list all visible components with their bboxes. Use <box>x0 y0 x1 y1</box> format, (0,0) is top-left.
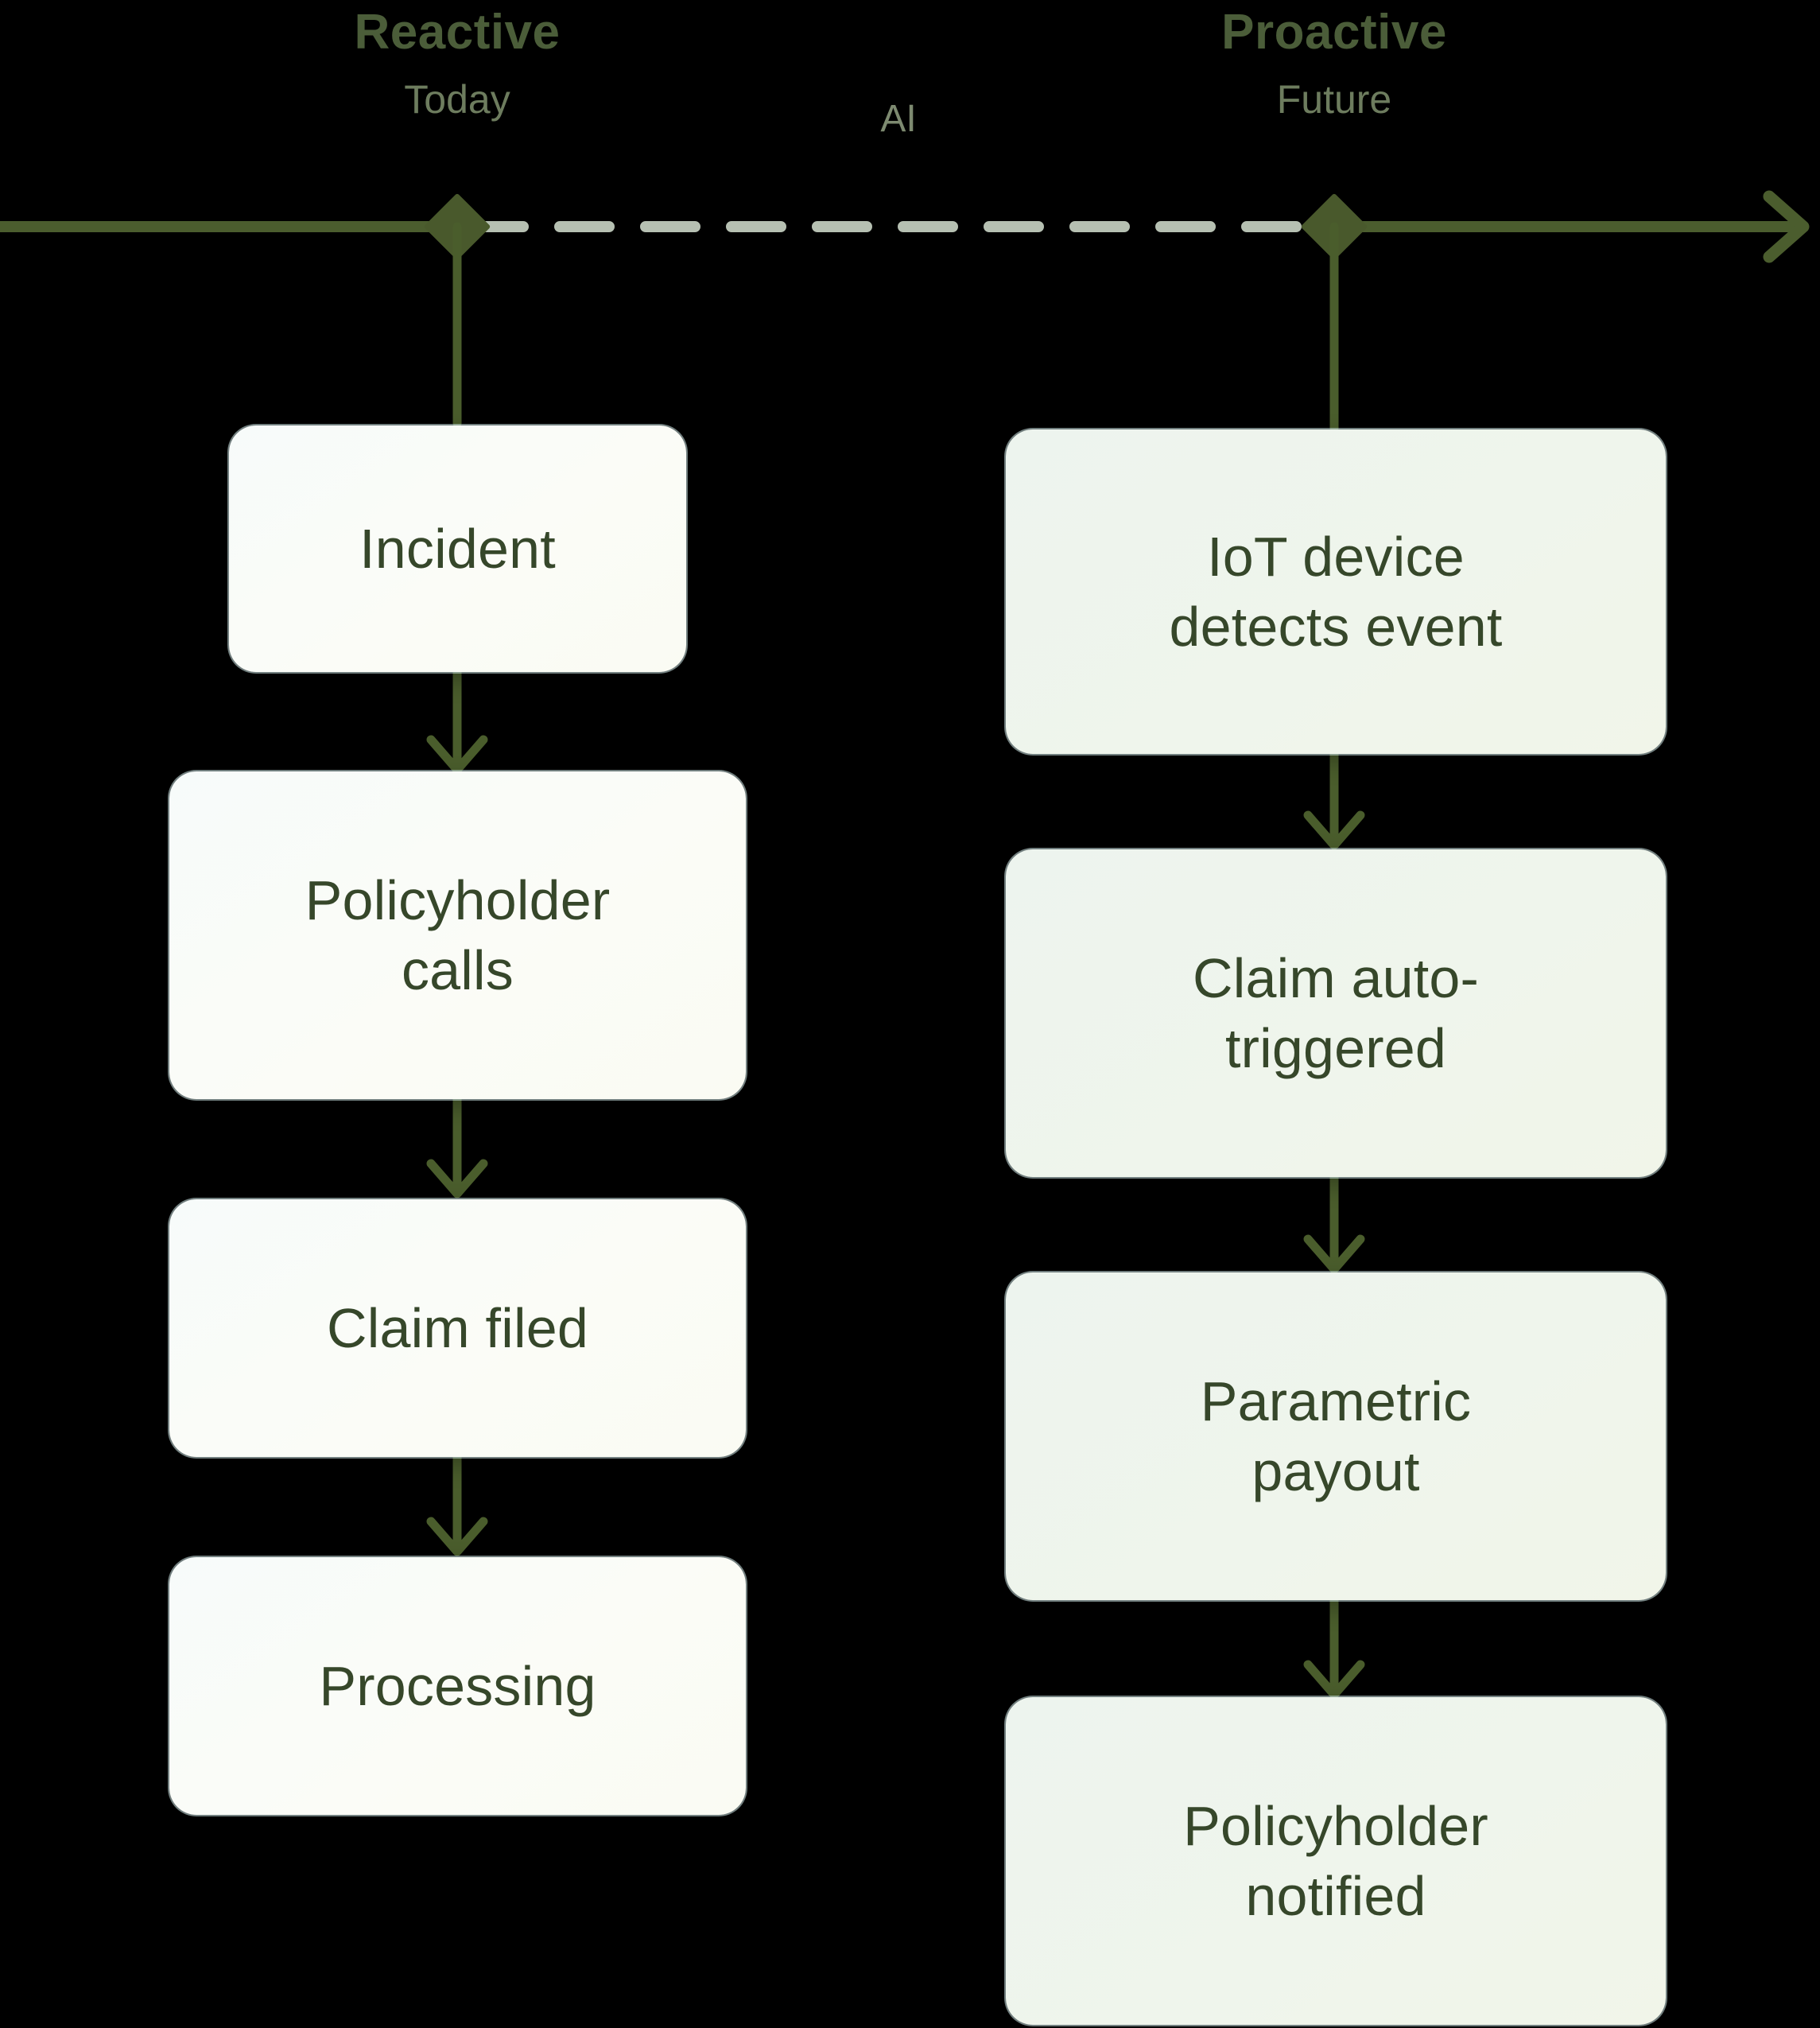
connector-right-1-2 <box>1303 747 1365 850</box>
node-right-policyholder-notified[interactable]: Policyholder notified <box>1006 1697 1666 2025</box>
node-left-policyholder-calls[interactable]: Policyholder calls <box>169 771 746 1099</box>
node-label-line1: Claim auto- <box>1192 946 1480 1009</box>
node-label-line1: Policyholder <box>1183 1794 1488 1857</box>
connector-left-1-2 <box>426 667 488 775</box>
node-left-incident[interactable]: Incident <box>229 425 686 672</box>
node-label: Processing <box>319 1654 596 1717</box>
node-label-line2: payout <box>1251 1440 1420 1502</box>
node-label-line2: notified <box>1245 1865 1426 1927</box>
column-subtitle-reactive: Today <box>404 77 510 122</box>
column-header-proactive: Proactive Future <box>1080 6 1589 121</box>
node-label-line2: triggered <box>1224 1017 1447 1079</box>
timeline-marker-diamond-future <box>1301 193 1368 260</box>
column-header-reactive: Reactive Today <box>203 6 712 121</box>
node-label-line1: IoT device <box>1207 525 1465 588</box>
node-label: Incident <box>359 517 556 580</box>
node-label-line2: calls <box>401 939 514 1001</box>
connector-right-3-4 <box>1303 1594 1365 1700</box>
node-left-processing[interactable]: Processing <box>169 1557 746 1815</box>
column-subtitle-proactive: Future <box>1276 77 1392 122</box>
node-right-iot-detects-event[interactable]: IoT device detects event <box>1006 429 1666 754</box>
node-label: Claim filed <box>327 1296 588 1359</box>
node-label-line1: Policyholder <box>305 868 611 931</box>
ai-connector-label: AI <box>880 98 917 140</box>
node-right-parametric-payout[interactable]: Parametric payout <box>1006 1272 1666 1600</box>
timeline-end-arrow-icon <box>1763 190 1810 263</box>
node-label-line1: Parametric <box>1200 1369 1472 1432</box>
connector-left-3-4 <box>426 1452 488 1556</box>
column-title-proactive: Proactive <box>1221 5 1447 60</box>
node-right-claim-auto-triggered[interactable]: Claim auto- triggered <box>1006 849 1666 1177</box>
connector-right-2-3 <box>1303 1171 1365 1274</box>
connector-left-2-3 <box>426 1094 488 1199</box>
timeline-marker-diamond-today <box>424 193 491 260</box>
column-title-reactive: Reactive <box>354 5 561 60</box>
timeline-axis <box>0 190 1810 263</box>
node-left-claim-filed[interactable]: Claim filed <box>169 1199 746 1457</box>
node-label-line2: detects event <box>1169 596 1503 658</box>
